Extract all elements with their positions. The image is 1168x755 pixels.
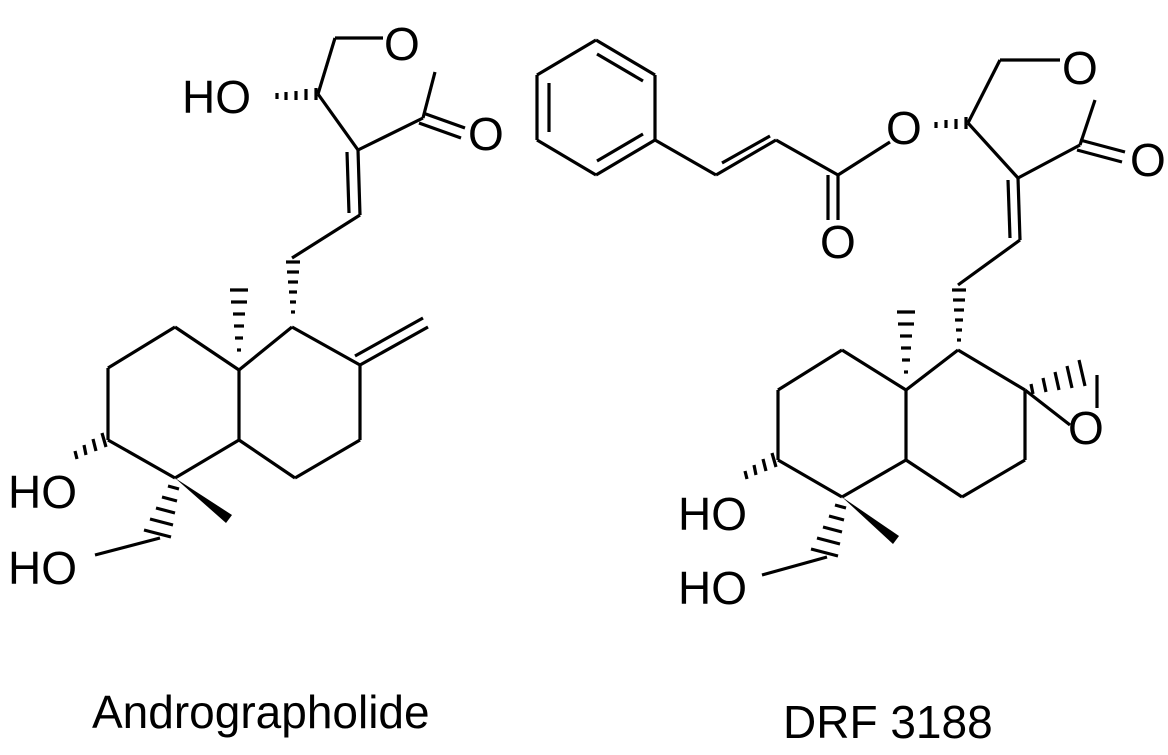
andro-hashed-bond-oh <box>275 88 318 100</box>
andro-hashed-bond-c3-oh <box>73 432 108 460</box>
drf-cinnamoyl-chain <box>654 134 891 220</box>
drf-hashed-bond-chain <box>952 288 966 342</box>
andro-hydroxyl-label-top: HO <box>182 71 251 123</box>
andro-decalin-rings <box>106 325 362 480</box>
drf-epoxide-ring <box>1024 375 1099 427</box>
andro-hydroxyl-label-ch2: HO <box>8 542 77 594</box>
drf-benzene-ring <box>535 38 657 177</box>
andro-hashed-bond-ch2oh <box>143 484 180 539</box>
drf-lactone-ring <box>966 58 1126 180</box>
drf-hashed-bond-ch2oh <box>810 503 847 558</box>
drf-ester-carbonyl-oxygen-label: O <box>820 216 856 268</box>
andro-side-chain <box>291 149 362 260</box>
andro-hashed-bond-chain <box>286 260 300 314</box>
drf-ester-oxygen-label: O <box>886 102 922 154</box>
drf-hydroxyl-label-c3: HO <box>678 488 747 540</box>
drf-hashed-methyl <box>897 310 915 374</box>
drf-wedge-methyl <box>842 497 899 544</box>
drf-hashed-bond-epoxide <box>1029 359 1087 395</box>
andro-carbonyl-oxygen-label: O <box>468 108 504 160</box>
drf-hashed-bond-c3-oh <box>743 452 778 480</box>
drf3188-caption: DRF 3188 <box>783 696 993 748</box>
drf-hydroxyl-label-ch2: HO <box>678 562 747 614</box>
drf3188-structure: O O O O O HO HO <box>535 38 1166 614</box>
drf-epoxide-oxygen-label: O <box>1068 402 1104 454</box>
andro-ring-oxygen-label: O <box>384 18 420 70</box>
andro-exo-methylene <box>354 316 429 367</box>
drf-decalin-rings <box>776 348 1027 499</box>
drf-ring-oxygen-label: O <box>1062 42 1098 94</box>
drf-lactone-carbonyl-oxygen-label: O <box>1130 134 1166 186</box>
drf-side-chain <box>957 177 1022 287</box>
drf-hashed-bond-ester <box>934 117 968 129</box>
drf-ch2-o-bond <box>761 555 828 577</box>
andrographolide-structure: O HO O HO HO <box>8 18 504 594</box>
andro-hashed-methyl <box>230 288 248 352</box>
andrographolide-caption: Andrographolide <box>92 686 430 738</box>
andro-lactone-ring <box>316 36 466 152</box>
andro-ch2-o-bond <box>94 536 161 557</box>
andro-wedge-methyl <box>175 478 232 523</box>
andro-hydroxyl-label-c3: HO <box>8 466 77 518</box>
